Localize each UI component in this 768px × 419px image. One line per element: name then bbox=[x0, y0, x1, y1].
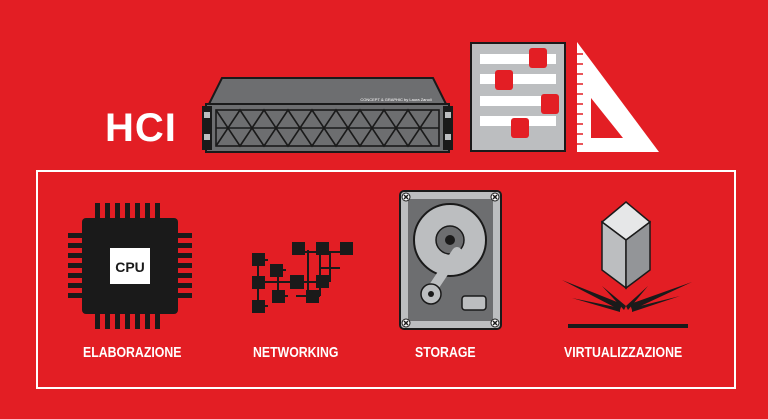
floating-cube-icon bbox=[562, 201, 692, 328]
cpu-chip-text: CPU bbox=[115, 259, 145, 275]
hard-disk-icon bbox=[399, 190, 502, 330]
label-virtualizzazione: VIRTUALIZZAZIONE bbox=[564, 344, 683, 361]
hci-title: HCI bbox=[105, 106, 177, 150]
settings-panel-icon bbox=[470, 42, 566, 152]
label-networking: NETWORKING bbox=[253, 344, 339, 361]
label-elaborazione: ELABORAZIONE bbox=[83, 344, 182, 361]
rack-server-icon: CONCEPT & GRAPHIC by Laura Zanoli bbox=[202, 77, 453, 153]
network-tree-icon bbox=[252, 242, 353, 313]
components-frame bbox=[36, 170, 736, 389]
server-label: CONCEPT & GRAPHIC by Laura Zanoli bbox=[360, 97, 431, 102]
set-square-icon bbox=[577, 42, 659, 152]
label-storage: STORAGE bbox=[415, 344, 476, 361]
cpu-chip-icon: CPU bbox=[68, 203, 192, 329]
